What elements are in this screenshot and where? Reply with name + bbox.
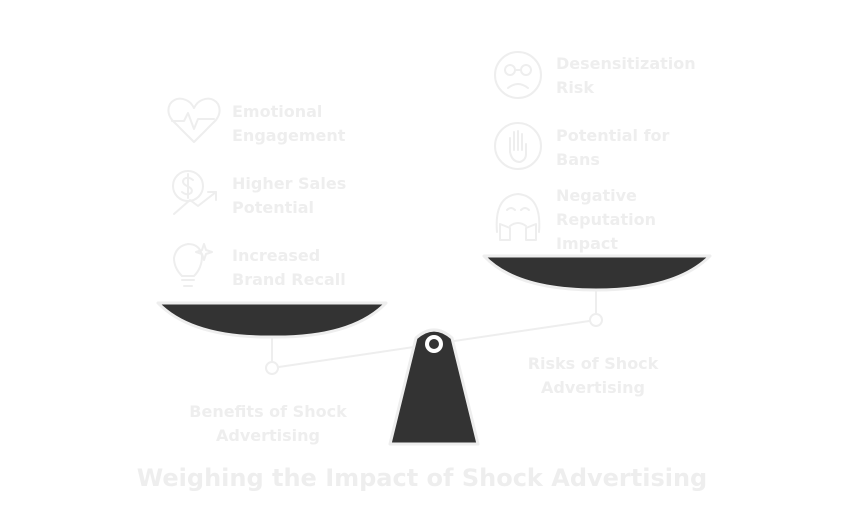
- risk-item-negative-reputation: Negative Reputation Impact: [556, 184, 656, 256]
- risk-label: Risk: [556, 78, 594, 97]
- pivot-center: [429, 339, 439, 349]
- risk-label: Desensitization: [556, 54, 696, 73]
- risk-item-desensitization: Desensitization Risk: [556, 52, 696, 100]
- crying-face-icon: [495, 193, 541, 241]
- benefit-label: Increased: [232, 246, 321, 265]
- benefit-label: Potential: [232, 198, 315, 217]
- stop-hand-icon: [494, 122, 542, 170]
- risks-group-label: Risks of Shock Advertising: [527, 354, 659, 397]
- benefit-label: Higher Sales: [232, 174, 347, 193]
- left-pan: [156, 301, 388, 339]
- benefit-item-emotional-engagement: Emotional Engagement: [232, 100, 345, 148]
- dollar-growth-icon: [172, 170, 217, 215]
- heart-pulse-icon: [167, 97, 221, 143]
- right-hanger-joint: [589, 313, 603, 327]
- right-pan: [482, 254, 712, 292]
- lightbulb-icon: [173, 243, 213, 287]
- risk-label: Negative: [556, 186, 637, 205]
- benefit-item-brand-recall: Increased Brand Recall: [232, 244, 346, 292]
- benefit-item-higher-sales: Higher Sales Potential: [232, 172, 346, 220]
- benefit-label: Brand Recall: [232, 270, 346, 289]
- risk-label: Potential for: [556, 126, 670, 145]
- fulcrum: [388, 328, 480, 446]
- sad-face-icon: [494, 51, 542, 99]
- left-hanger-joint: [265, 361, 279, 375]
- benefit-label: Emotional: [232, 102, 323, 121]
- benefits-group-label: Benefits of Shock Advertising: [189, 402, 347, 445]
- risk-item-bans: Potential for Bans: [556, 124, 669, 172]
- risk-label: Bans: [556, 150, 600, 169]
- benefit-label: Engagement: [232, 126, 346, 145]
- risk-label: Reputation: [556, 210, 656, 229]
- risk-label: Impact: [556, 234, 619, 253]
- diagram-title: Weighing the Impact of Shock Advertising: [136, 464, 708, 492]
